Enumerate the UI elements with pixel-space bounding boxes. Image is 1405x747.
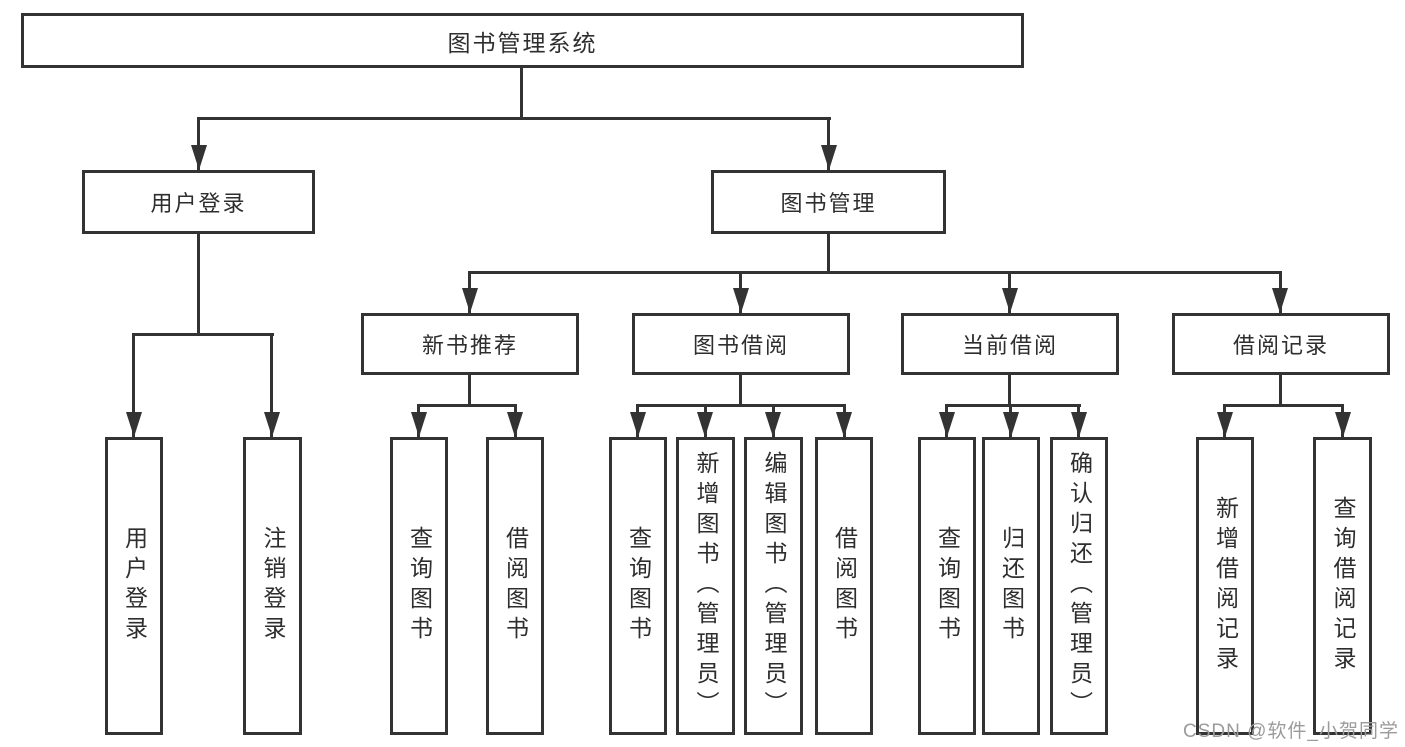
leaf-borrow-book: 借阅图书 bbox=[815, 437, 873, 735]
leaf-query-borrow-record: 查询借阅记录 bbox=[1313, 437, 1372, 735]
arrowhead-down-icon bbox=[836, 412, 852, 437]
leaf-borrow-query-book: 查询图书 bbox=[609, 437, 667, 735]
connector-vline bbox=[520, 68, 523, 118]
node-book-borrow: 图书借阅 bbox=[632, 313, 850, 375]
leaf-edit-book-admin: 编辑图书（管理员） bbox=[744, 437, 803, 735]
leaf-logout-label: 注销登录 bbox=[260, 526, 286, 646]
node-user-login: 用户登录 bbox=[82, 170, 315, 234]
node-borrow-record: 借阅记录 bbox=[1172, 313, 1390, 375]
leaf-borrow-query-book-label: 查询图书 bbox=[625, 526, 652, 646]
arrowhead-down-icon bbox=[630, 412, 646, 437]
node-current-borrow: 当前借阅 bbox=[901, 313, 1119, 375]
arrowhead-down-icon bbox=[126, 412, 142, 437]
leaf-current-query-book: 查询图书 bbox=[918, 437, 976, 735]
connector-hline bbox=[945, 404, 1081, 407]
connector-vline bbox=[468, 375, 471, 405]
node-book-management-label: 图书管理 bbox=[780, 191, 877, 216]
leaf-return-book-label: 归还图书 bbox=[998, 526, 1025, 646]
arrowhead-down-icon bbox=[411, 412, 427, 437]
connector-vline bbox=[270, 333, 273, 437]
connector-vline bbox=[739, 375, 742, 405]
node-current-borrow-label: 当前借阅 bbox=[961, 333, 1058, 358]
node-root-label: 图书管理系统 bbox=[447, 29, 598, 56]
node-borrow-record-label: 借阅记录 bbox=[1232, 333, 1329, 358]
leaf-recommend-borrow-book-label: 借阅图书 bbox=[502, 526, 529, 646]
node-new-book-recommend-label: 新书推荐 bbox=[421, 333, 518, 358]
csdn-watermark: CSDN @软件_小贺同学 bbox=[1183, 721, 1399, 742]
leaf-add-book-admin: 新增图书（管理员） bbox=[676, 437, 735, 735]
arrowhead-down-icon bbox=[1272, 288, 1288, 313]
connector-hline bbox=[132, 333, 274, 336]
leaf-recommend-query-book-label: 查询图书 bbox=[406, 526, 433, 646]
node-new-book-recommend: 新书推荐 bbox=[361, 313, 579, 375]
connector-hline bbox=[197, 117, 831, 120]
connector-hline bbox=[468, 271, 1282, 274]
connector-vline bbox=[827, 117, 830, 170]
connector-hline bbox=[417, 404, 517, 407]
arrowhead-down-icon bbox=[939, 412, 955, 437]
leaf-confirm-return-admin-label: 确认归还（管理员） bbox=[1066, 451, 1093, 721]
connector-hline bbox=[636, 404, 846, 407]
node-book-borrow-label: 图书借阅 bbox=[692, 333, 789, 358]
leaf-confirm-return-admin: 确认归还（管理员） bbox=[1050, 437, 1108, 735]
connector-vline bbox=[1008, 375, 1011, 405]
leaf-recommend-query-book: 查询图书 bbox=[390, 437, 448, 735]
leaf-add-borrow-record: 新增借阅记录 bbox=[1196, 437, 1254, 735]
arrowhead-down-icon bbox=[1217, 412, 1233, 437]
leaf-add-borrow-record-label: 新增借阅记录 bbox=[1212, 496, 1239, 676]
leaf-edit-book-admin-label: 编辑图书（管理员） bbox=[761, 451, 787, 721]
arrowhead-down-icon bbox=[765, 412, 781, 437]
arrowhead-down-icon bbox=[507, 412, 523, 437]
connector-vline bbox=[827, 234, 830, 272]
connector-vline bbox=[197, 234, 200, 335]
node-user-login-label: 用户登录 bbox=[150, 191, 247, 216]
leaf-user-login-label: 用户登录 bbox=[121, 526, 148, 646]
arrowhead-down-icon bbox=[462, 288, 478, 313]
arrowhead-down-icon bbox=[1335, 412, 1351, 437]
leaf-borrow-book-label: 借阅图书 bbox=[831, 526, 858, 646]
arrowhead-down-icon bbox=[1002, 288, 1018, 313]
arrowhead-down-icon bbox=[191, 145, 207, 170]
connector-hline bbox=[1223, 404, 1344, 407]
connector-vline bbox=[197, 117, 200, 170]
leaf-recommend-borrow-book: 借阅图书 bbox=[486, 437, 544, 735]
node-root: 图书管理系统 bbox=[21, 13, 1024, 68]
connector-vline bbox=[132, 333, 135, 437]
arrowhead-down-icon bbox=[1003, 412, 1019, 437]
arrowhead-down-icon bbox=[697, 412, 713, 437]
arrowhead-down-icon bbox=[1071, 412, 1087, 437]
connector-vline bbox=[1279, 375, 1282, 405]
arrowhead-down-icon bbox=[733, 288, 749, 313]
leaf-query-borrow-record-label: 查询借阅记录 bbox=[1330, 496, 1356, 676]
leaf-add-book-admin-label: 新增图书（管理员） bbox=[693, 451, 719, 721]
leaf-current-query-book-label: 查询图书 bbox=[934, 526, 961, 646]
arrowhead-down-icon bbox=[821, 145, 837, 170]
node-book-management: 图书管理 bbox=[711, 170, 946, 234]
leaf-return-book: 归还图书 bbox=[982, 437, 1040, 735]
leaf-logout: 注销登录 bbox=[243, 437, 302, 735]
arrowhead-down-icon bbox=[264, 412, 280, 437]
leaf-user-login: 用户登录 bbox=[105, 437, 163, 735]
